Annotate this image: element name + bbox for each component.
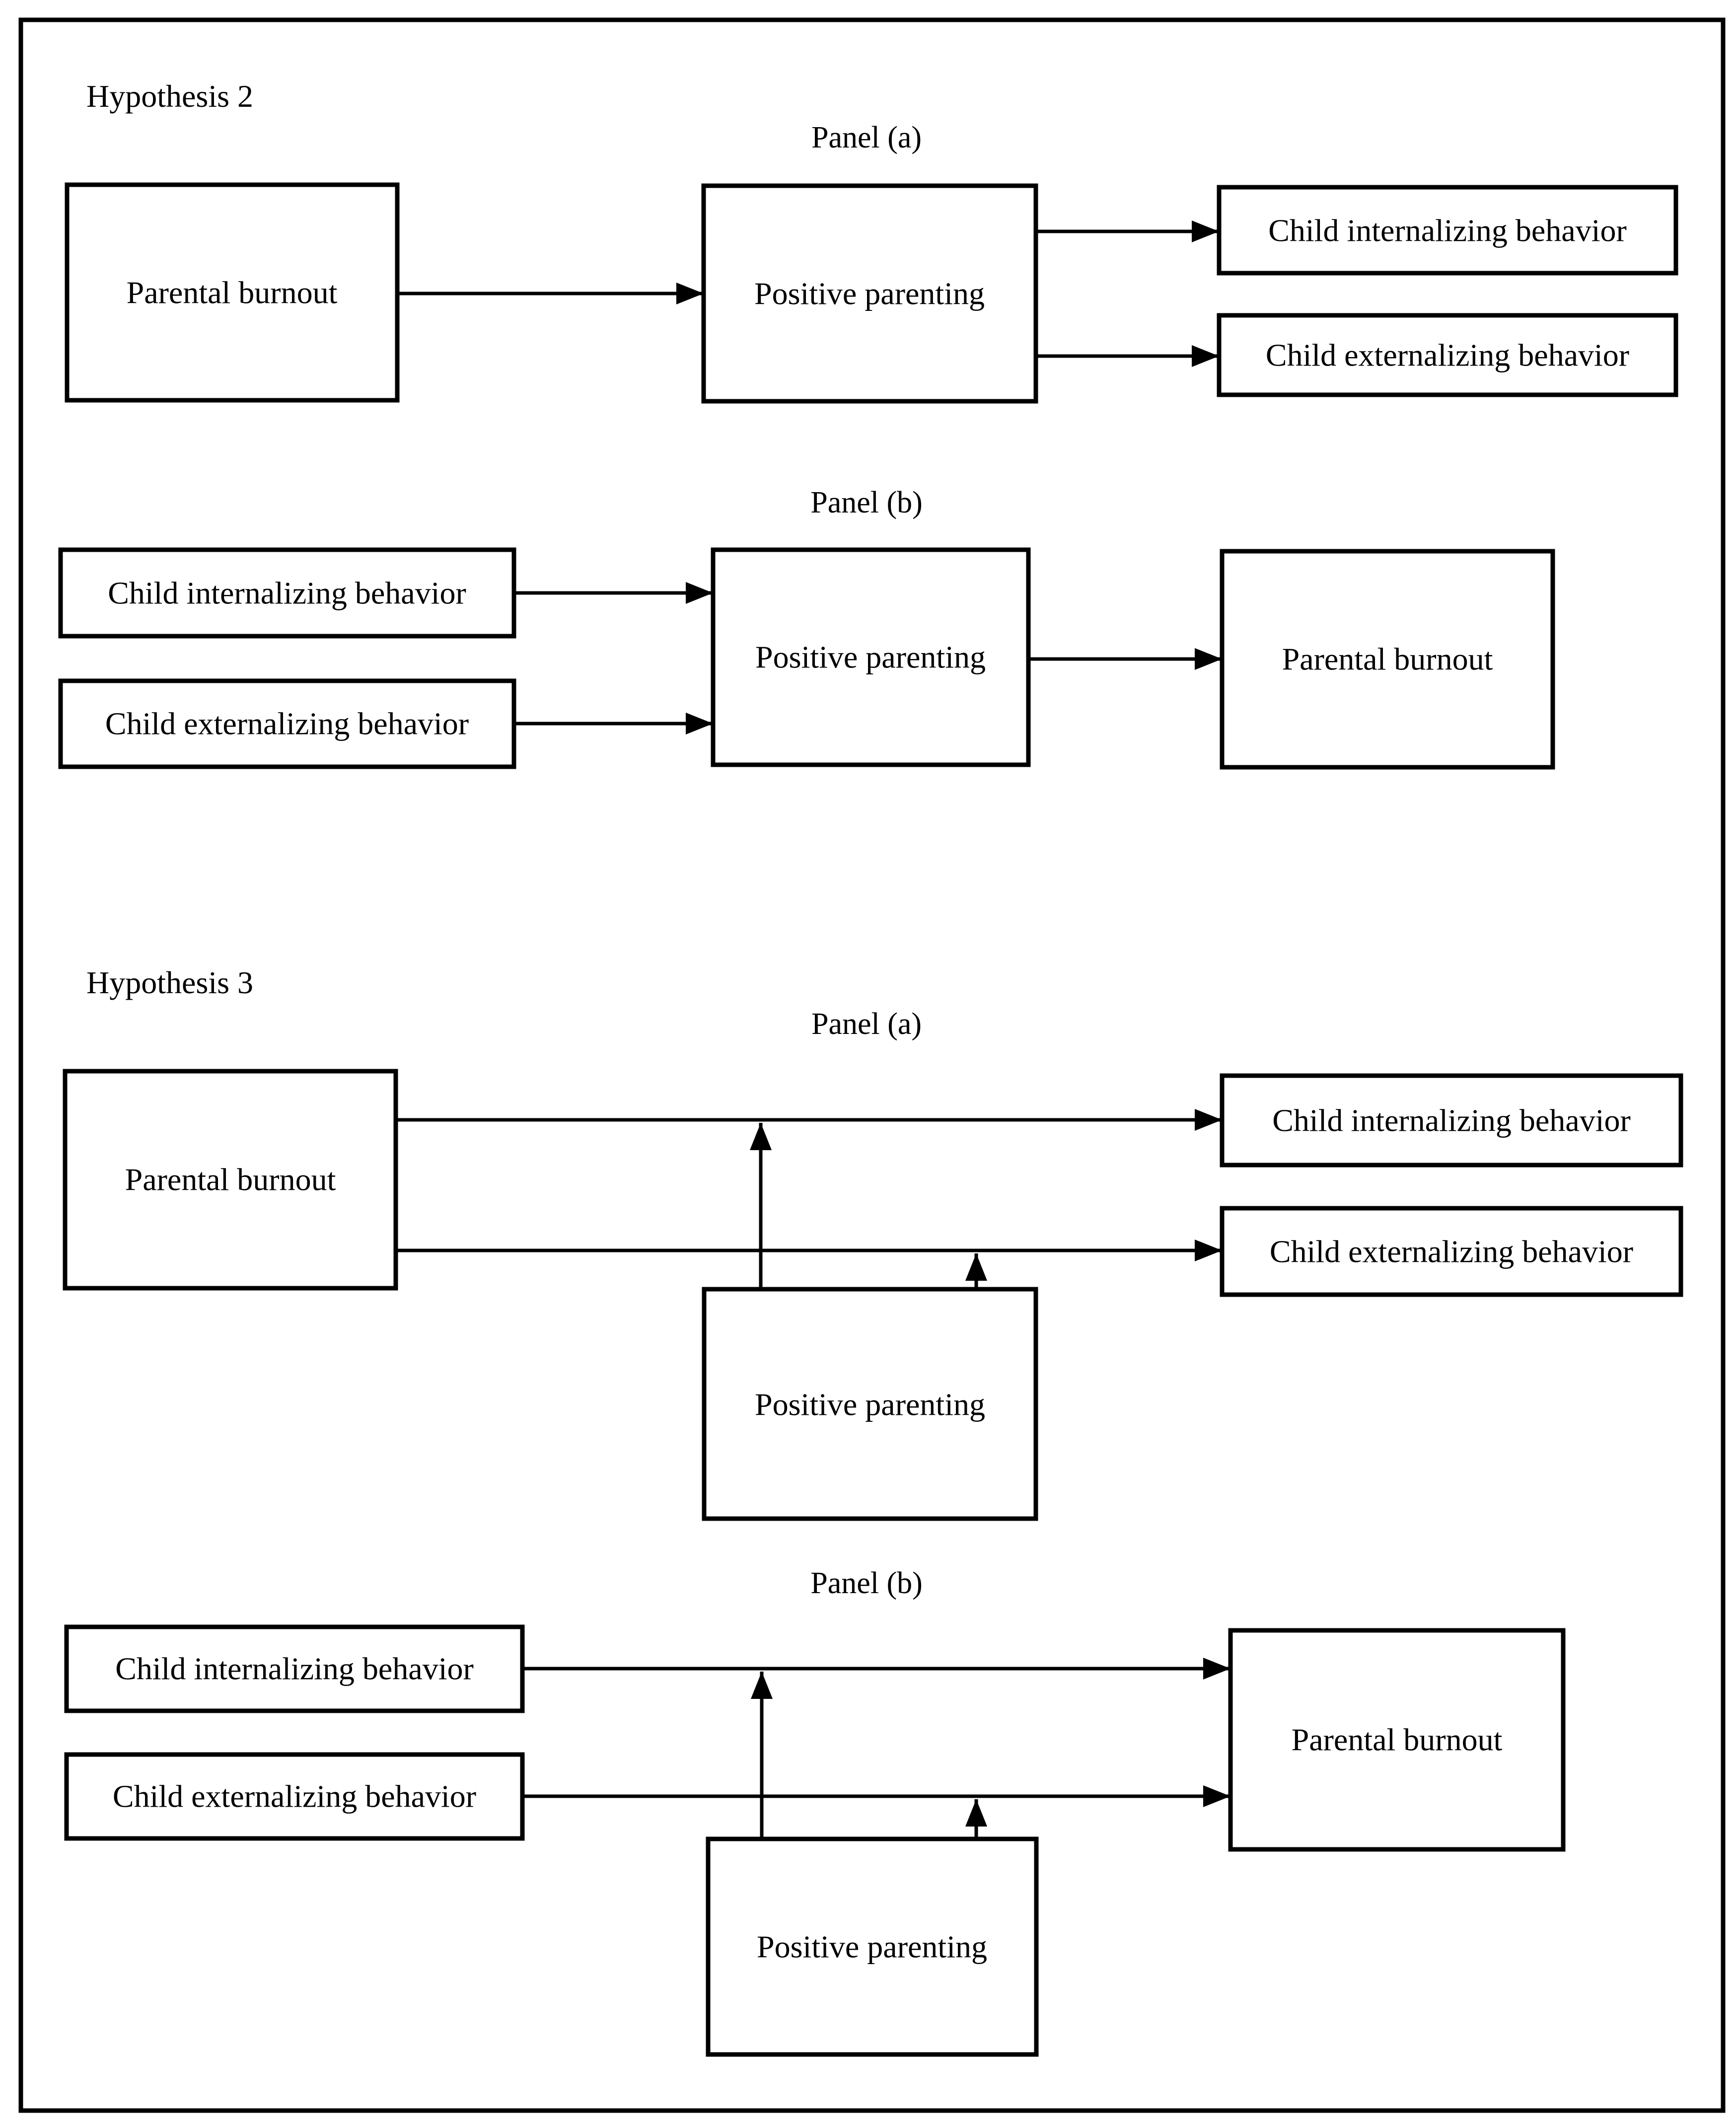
h2-panel-b-label: Panel (b) bbox=[810, 486, 923, 519]
node-label: Positive parenting bbox=[754, 276, 985, 311]
node-parental-burnout: Parental burnout bbox=[65, 182, 400, 403]
node-positive-parenting-moderator: Positive parenting bbox=[702, 1287, 1038, 1521]
h3-panel-a: Panel (a) Parental burnout Child interna… bbox=[63, 1007, 1683, 1521]
node-child-internalizing: Child internalizing behavior bbox=[58, 547, 516, 639]
node-label: Parental burnout bbox=[1282, 642, 1493, 677]
figure-border bbox=[18, 17, 1726, 2113]
node-label: Child externalizing behavior bbox=[105, 706, 469, 741]
node-label: Positive parenting bbox=[755, 640, 986, 675]
h2-panel-b: Panel (b) Child internalizing behavior C… bbox=[58, 486, 1555, 770]
node-label: Parental burnout bbox=[1292, 1722, 1503, 1757]
node-child-externalizing: Child externalizing behavior bbox=[1217, 313, 1678, 397]
node-label: Child externalizing behavior bbox=[1266, 338, 1629, 373]
node-child-externalizing: Child externalizing behavior bbox=[64, 1752, 525, 1841]
node-child-internalizing: Child internalizing behavior bbox=[1220, 1073, 1683, 1168]
node-label: Child internalizing behavior bbox=[1268, 213, 1627, 248]
node-label: Child internalizing behavior bbox=[1272, 1103, 1631, 1138]
node-parental-burnout: Parental burnout bbox=[63, 1069, 398, 1291]
node-parental-burnout: Parental burnout bbox=[1220, 549, 1555, 770]
node-positive-parenting: Positive parenting bbox=[701, 183, 1038, 404]
node-positive-parenting: Positive parenting bbox=[711, 547, 1031, 767]
node-child-externalizing: Child externalizing behavior bbox=[1220, 1206, 1683, 1297]
node-label: Positive parenting bbox=[757, 1929, 987, 1965]
node-parental-burnout: Parental burnout bbox=[1228, 1628, 1566, 1852]
node-child-externalizing: Child externalizing behavior bbox=[58, 678, 516, 769]
node-child-internalizing: Child internalizing behavior bbox=[1217, 185, 1678, 276]
h3-panel-b-label: Panel (b) bbox=[810, 1566, 923, 1600]
node-child-internalizing: Child internalizing behavior bbox=[64, 1624, 525, 1713]
hypothesis-3-section: Hypothesis 3 Panel (a) Parental burnout … bbox=[63, 965, 1683, 2057]
h2-panel-a: Panel (a) Parental burnout Positive pare… bbox=[65, 121, 1678, 404]
node-label: Child internalizing behavior bbox=[108, 576, 466, 611]
hypothesis-2-section: Hypothesis 2 Panel (a) Parental burnout … bbox=[58, 78, 1678, 770]
h3-panel-a-label: Panel (a) bbox=[811, 1007, 922, 1041]
h3-panel-b: Panel (b) Child internalizing behavior C… bbox=[64, 1566, 1566, 2057]
node-label: Parental burnout bbox=[127, 275, 338, 310]
node-label: Child internalizing behavior bbox=[115, 1651, 474, 1686]
hypothesis-3-title: Hypothesis 3 bbox=[86, 965, 253, 1000]
node-label: Parental burnout bbox=[125, 1162, 336, 1197]
h2-panel-a-label: Panel (a) bbox=[811, 121, 922, 154]
hypothesis-2-title: Hypothesis 2 bbox=[86, 78, 253, 114]
node-label: Child externalizing behavior bbox=[1270, 1234, 1633, 1269]
node-label: Positive parenting bbox=[755, 1387, 985, 1422]
node-label: Child externalizing behavior bbox=[113, 1779, 476, 1814]
node-positive-parenting-moderator: Positive parenting bbox=[706, 1836, 1039, 2057]
